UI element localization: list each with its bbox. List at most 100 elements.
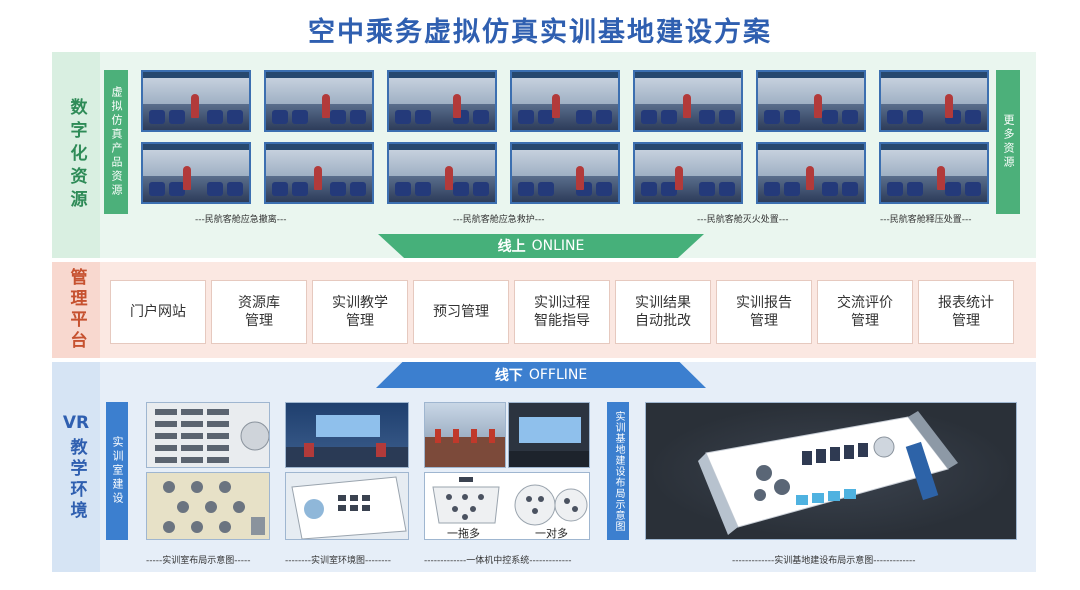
seat xyxy=(350,182,366,196)
seat xyxy=(330,110,346,124)
crew-member xyxy=(314,166,322,190)
seat xyxy=(207,110,223,124)
mgmt-teaching[interactable]: 实训教学 管理 xyxy=(312,280,408,344)
seat xyxy=(965,110,981,124)
online-en: ONLINE xyxy=(531,238,585,254)
seat xyxy=(227,110,243,124)
sim-toolbar xyxy=(881,144,987,150)
room-layout-grid xyxy=(155,409,269,463)
crew-member xyxy=(322,94,330,118)
mgmt-report[interactable]: 实训报告 管理 xyxy=(716,280,812,344)
seat xyxy=(453,182,469,196)
control-system-image-1 xyxy=(424,402,506,468)
mgmt-resource-library[interactable]: 资源库 管理 xyxy=(211,280,307,344)
training-room-tab[interactable]: 实训室建设 xyxy=(106,402,128,540)
room-environment-image-1 xyxy=(285,402,409,468)
resource-thumbnail-10[interactable] xyxy=(387,142,497,204)
one-to-many-label: 一拖多 xyxy=(447,527,480,540)
seat xyxy=(699,182,715,196)
resource-thumbnail-1[interactable] xyxy=(141,70,251,132)
resource-thumbnail-4[interactable] xyxy=(510,70,620,132)
resource-thumbnail-9[interactable] xyxy=(264,142,374,204)
caption-base-layout: -------------实训基地建设布局示意图------------- xyxy=(732,556,916,566)
seat xyxy=(149,182,165,196)
mgmt-preview[interactable]: 预习管理 xyxy=(413,280,509,344)
seat xyxy=(473,110,489,124)
sim-toolbar xyxy=(266,72,372,78)
seat xyxy=(887,110,903,124)
resource-thumbnail-7[interactable] xyxy=(879,70,989,132)
sim-toolbar xyxy=(758,72,864,78)
room-environment-3d xyxy=(291,476,407,539)
control-system-image-2 xyxy=(508,402,590,468)
seat xyxy=(842,110,858,124)
virtual-product-tab[interactable]: 虚拟仿真产品资源 xyxy=(104,70,128,214)
crew-member xyxy=(191,94,199,118)
seat xyxy=(641,182,657,196)
mgmt-process-guidance[interactable]: 实训过程 智能指导 xyxy=(514,280,610,344)
more-resources-tab[interactable]: 更多资源 xyxy=(996,70,1020,214)
room-layout-image-2 xyxy=(146,472,270,540)
online-cn: 线上 xyxy=(497,239,526,255)
base-layout-tab[interactable]: 实训基地建设布局示意图 xyxy=(607,402,629,540)
seat xyxy=(395,110,411,124)
seat xyxy=(822,110,838,124)
seat xyxy=(576,110,592,124)
room-layout-image-1 xyxy=(146,402,270,468)
sim-toolbar xyxy=(512,144,618,150)
room-environment-image-2 xyxy=(285,472,409,540)
seat xyxy=(227,182,243,196)
more-resources-tab-text: 更多资源 xyxy=(1002,114,1015,170)
caption-control-system: -------------一体机中控系统------------- xyxy=(424,556,572,566)
crew-member xyxy=(806,166,814,190)
sim-toolbar xyxy=(635,72,741,78)
resource-thumbnail-14[interactable] xyxy=(879,142,989,204)
crew-member xyxy=(576,166,584,190)
resource-thumbnail-2[interactable] xyxy=(264,70,374,132)
seat xyxy=(538,182,554,196)
mgmt-evaluation[interactable]: 交流评价 管理 xyxy=(817,280,913,344)
seat xyxy=(699,110,715,124)
sim-toolbar xyxy=(143,144,249,150)
seat xyxy=(596,110,612,124)
seat xyxy=(641,110,657,124)
crew-member xyxy=(183,166,191,190)
resource-thumbnail-6[interactable] xyxy=(756,70,866,132)
seat xyxy=(907,182,923,196)
resource-thumbnail-3[interactable] xyxy=(387,70,497,132)
management-label: 管理平台 xyxy=(52,262,100,358)
online-banner: 线上 ONLINE xyxy=(378,234,704,258)
sim-toolbar xyxy=(143,72,249,78)
caption-first-aid: ---民航客舱应急救护--- xyxy=(453,215,545,225)
control-classroom xyxy=(425,429,505,467)
crew-member xyxy=(814,94,822,118)
vr-label-line2: 教学环境 xyxy=(66,437,87,522)
base-layout-3d xyxy=(698,411,958,535)
mgmt-statistics[interactable]: 报表统计 管理 xyxy=(918,280,1014,344)
offline-cn: 线下 xyxy=(494,368,523,384)
seat xyxy=(764,182,780,196)
sim-toolbar xyxy=(266,144,372,150)
base-layout-image xyxy=(645,402,1017,540)
vr-label: VR 教学环境 xyxy=(52,362,100,572)
resource-thumbnail-11[interactable] xyxy=(510,142,620,204)
resource-thumbnail-12[interactable] xyxy=(633,142,743,204)
resource-thumbnail-8[interactable] xyxy=(141,142,251,204)
seat xyxy=(965,182,981,196)
resource-thumbnail-5[interactable] xyxy=(633,70,743,132)
seat xyxy=(473,182,489,196)
resource-thumbnail-13[interactable] xyxy=(756,142,866,204)
seat xyxy=(272,182,288,196)
seat xyxy=(292,110,308,124)
room-layout-hex xyxy=(163,481,265,535)
virtual-product-tab-text: 虚拟仿真产品资源 xyxy=(110,86,123,198)
seat xyxy=(596,182,612,196)
mgmt-portal[interactable]: 门户网站 xyxy=(110,280,206,344)
training-room-tab-text: 实训室建设 xyxy=(111,436,124,506)
seat xyxy=(415,182,431,196)
mgmt-auto-grading[interactable]: 实训结果 自动批改 xyxy=(615,280,711,344)
offline-en: OFFLINE xyxy=(528,367,588,383)
sim-toolbar xyxy=(881,72,987,78)
page-title: 空中乘务虚拟仿真实训基地建设方案 xyxy=(308,17,772,48)
seat xyxy=(169,182,185,196)
